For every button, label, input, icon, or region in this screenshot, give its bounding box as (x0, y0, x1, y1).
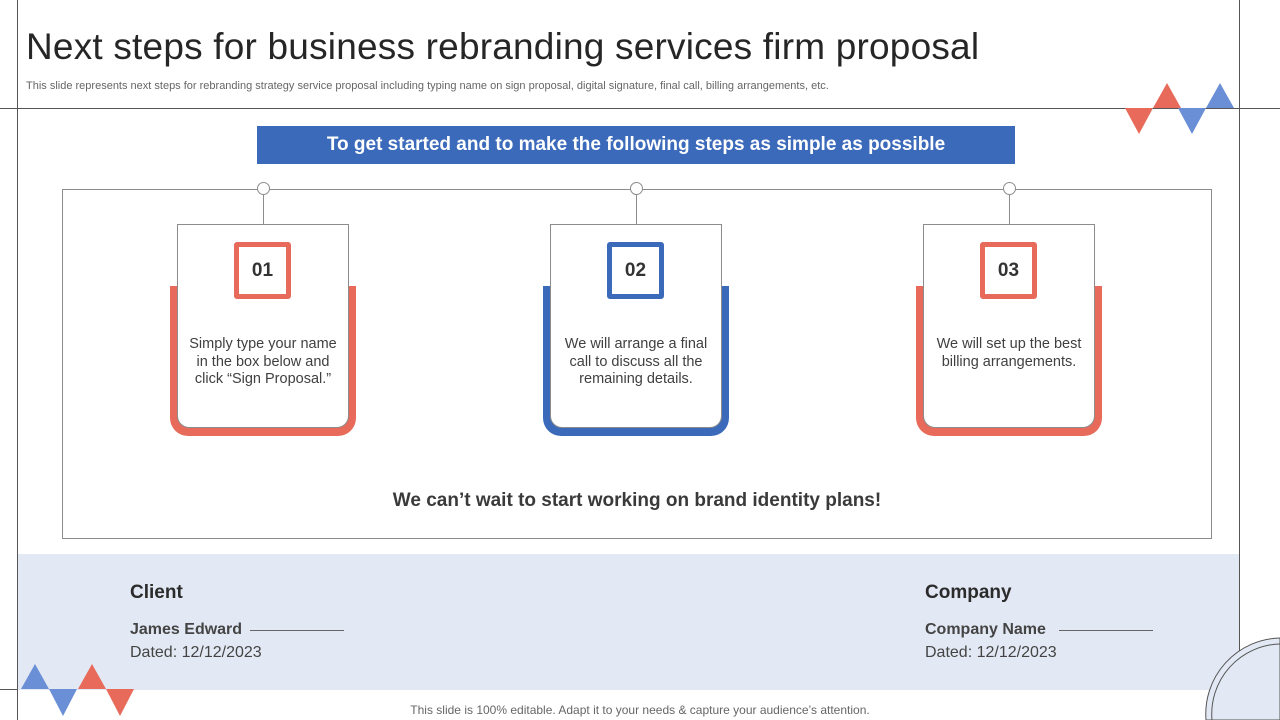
company-date: Dated: 12/12/2023 (925, 644, 1057, 661)
company-signature-line[interactable] (1059, 630, 1153, 631)
step-1-card: 01 Simply type your name in the box belo… (177, 224, 349, 428)
closing-tagline: We can’t wait to start working on brand … (392, 490, 882, 511)
page-title: Next steps for business rebranding servi… (26, 26, 980, 67)
step-3-text: We will set up the best billing arrangem… (936, 336, 1082, 370)
step-2-text: We will arrange a final call to discuss … (564, 336, 708, 387)
client-signature-line[interactable] (250, 630, 344, 631)
step-2-connector (636, 194, 637, 225)
frame-line-top (0, 108, 1280, 109)
step-2-card: 02 We will arrange a final call to discu… (550, 224, 722, 428)
company-name: Company Name (925, 621, 1046, 638)
step-3-number: 03 (980, 242, 1037, 299)
step-2-number: 02 (607, 242, 664, 299)
footer-note: This slide is 100% editable. Adapt it to… (410, 703, 870, 717)
company-heading: Company (925, 582, 1012, 603)
step-1-connector (263, 194, 264, 225)
signature-band (18, 554, 1239, 690)
client-heading: Client (130, 582, 183, 603)
step-3-connector (1009, 194, 1010, 225)
steps-banner: To get started and to make the following… (257, 126, 1015, 164)
client-name: James Edward (130, 621, 243, 638)
frame-line-left (17, 0, 18, 720)
step-1-text: Simply type your name in the box below a… (189, 336, 337, 387)
triangle-decoration-bottom-left (21, 664, 134, 716)
client-date: Dated: 12/12/2023 (130, 644, 262, 661)
triangle-decoration-top-right (1125, 83, 1234, 134)
frame-line-right (1239, 0, 1240, 720)
step-3-card: 03 We will set up the best billing arran… (923, 224, 1095, 428)
step-1-number: 01 (234, 242, 291, 299)
page-subtitle: This slide represents next steps for reb… (26, 80, 829, 92)
quarter-circle-decoration (1205, 637, 1280, 720)
